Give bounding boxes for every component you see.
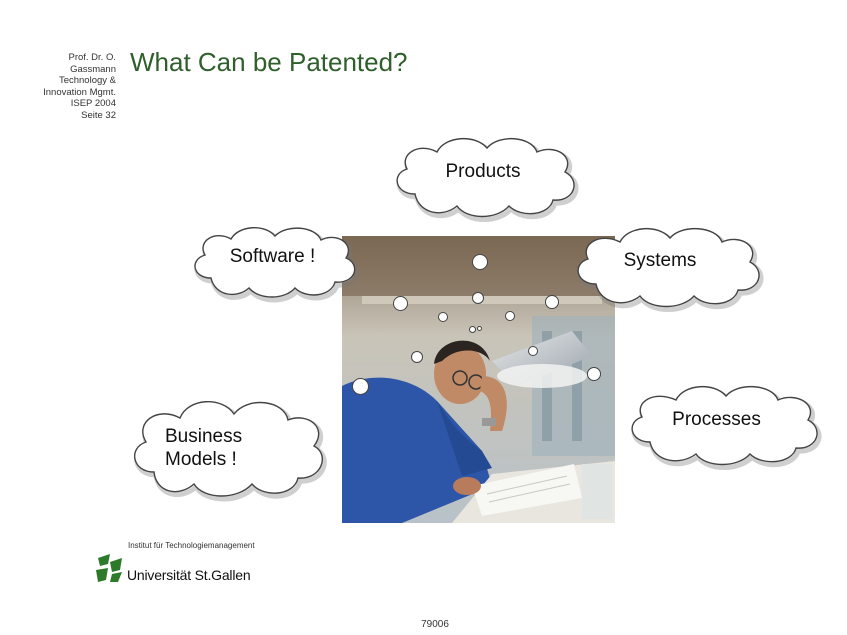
thought-bubble xyxy=(352,378,369,395)
cloud-label-systems: Systems xyxy=(623,249,697,271)
university-logo xyxy=(96,552,124,584)
slide-title: What Can be Patented? xyxy=(130,47,408,77)
thought-bubble xyxy=(587,367,601,381)
slide-info: Prof. Dr. O. Gassmann Technology & Innov… xyxy=(20,52,116,121)
cloud-systems: Systems xyxy=(566,222,766,312)
cloud-label-processes: Processes xyxy=(672,408,761,430)
cloud-shape xyxy=(577,227,764,312)
thought-bubble xyxy=(393,296,408,311)
cloud-label-business-line2: Models ! xyxy=(165,449,237,470)
cloud-business-models: Business Models ! xyxy=(124,392,330,502)
slide-info-line: Seite 32 xyxy=(81,109,116,121)
cloud-label-business-line1: Business xyxy=(165,426,243,447)
cloud-shape xyxy=(396,137,579,222)
slide-info-line: Prof. Dr. O. xyxy=(68,52,116,63)
thought-bubble xyxy=(472,292,484,304)
cloud-products: Products xyxy=(385,132,581,222)
thought-bubble xyxy=(411,351,423,363)
slide-info-line: Innovation Mgmt. xyxy=(43,86,116,98)
thought-bubble xyxy=(505,311,515,321)
slide-info-line: ISEP 2004 xyxy=(70,98,116,109)
engineer-photo xyxy=(342,236,615,523)
engineer-photo-illustration xyxy=(342,236,615,523)
slide-info-line: Technology & xyxy=(58,75,116,86)
thought-bubble xyxy=(528,346,538,356)
cloud-processes: Processes xyxy=(620,380,825,470)
cloud-software: Software ! xyxy=(185,222,360,303)
thought-bubble xyxy=(438,312,448,322)
university-name: Universität St.Gallen xyxy=(127,567,251,583)
thought-bubble xyxy=(477,326,482,331)
institute-name: Institut für Technologiemanagement xyxy=(128,541,255,550)
page-number: 79006 xyxy=(421,619,449,630)
cloud-shape xyxy=(133,400,327,502)
slide-info-line: Gassmann xyxy=(70,63,116,75)
thought-bubble xyxy=(469,326,476,333)
cloud-label-business-models: Business Models ! xyxy=(112,394,318,502)
cloud-label-products: Products xyxy=(445,160,521,182)
cloud-shape xyxy=(194,227,360,303)
thought-bubble xyxy=(472,254,488,270)
cloud-shape xyxy=(631,385,822,470)
logo-mark-icon xyxy=(96,554,122,582)
thought-bubble xyxy=(545,295,559,309)
cloud-label-software: Software ! xyxy=(229,245,316,267)
